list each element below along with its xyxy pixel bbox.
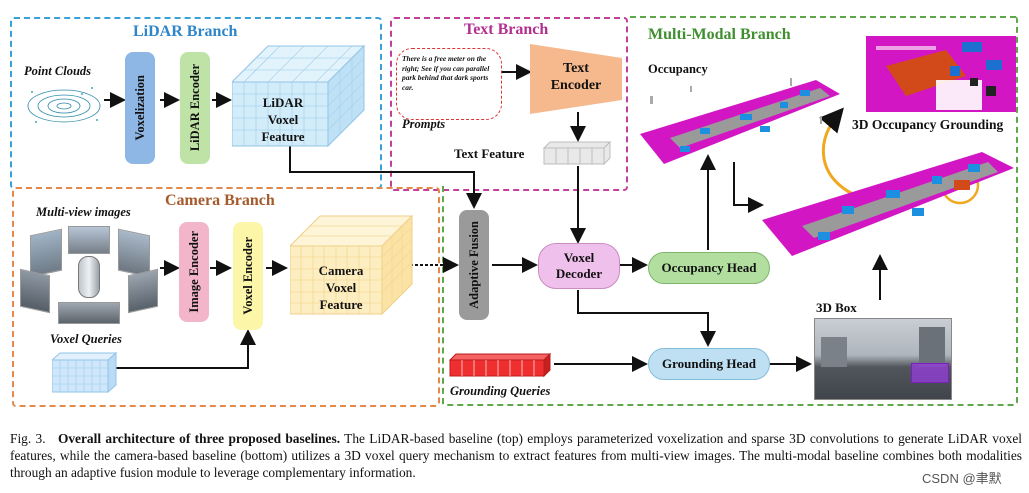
image-encoder-block: Image Encoder	[179, 222, 209, 322]
multimodal-branch-title: Multi-Modal Branch	[648, 26, 791, 43]
voxel-encoder-block: Voxel Encoder	[233, 222, 263, 330]
occupancy-grounding-render	[866, 36, 1016, 112]
camera-view-back-left	[20, 268, 50, 314]
prompt-bubble: There is a free meter on the right; See …	[396, 48, 502, 120]
voxelization-block: Voxelization	[125, 52, 155, 164]
adaptive-fusion-block: Adaptive Fusion	[459, 210, 489, 320]
multimodal-branch-frame	[442, 16, 1018, 406]
occupancy-render	[640, 78, 840, 164]
grounding-head-block: Grounding Head	[648, 348, 770, 380]
voxelization-label: Voxelization	[132, 75, 147, 141]
occupancy-label: Occupancy	[648, 62, 708, 76]
grounded-occupancy-render	[762, 152, 1014, 256]
voxel-decoder-line-1: Voxel	[563, 250, 595, 265]
lidar-feature-line-1: LiDAR	[262, 95, 304, 110]
occupancy-head-label: Occupancy Head	[661, 260, 757, 275]
adaptive-fusion-label: Adaptive Fusion	[466, 221, 481, 309]
camera-view-back-right	[128, 268, 158, 314]
multimodal-frame-top	[630, 16, 1016, 18]
caption-fig-number: Fig. 3.	[10, 431, 46, 446]
building-shape-left	[821, 337, 847, 367]
3d-box-camera-view	[814, 318, 952, 400]
occupancy-grounding-label: 3D Occupancy Grounding	[852, 117, 1004, 132]
multiview-images-label: Multi-view images	[36, 205, 131, 219]
lidar-encoder-label: LiDAR Encoder	[187, 64, 202, 152]
text-branch-title: Text Branch	[464, 21, 549, 38]
text-encoder-shape	[530, 44, 622, 114]
camera-feature-line-1: Camera	[318, 263, 364, 278]
figure-caption: Fig. 3. Overall architecture of three pr…	[10, 430, 1022, 481]
text-encoder-line-1: Text	[563, 61, 589, 76]
image-encoder-label: Image Encoder	[186, 231, 201, 313]
watermark: CSDN @聿默	[918, 468, 1002, 487]
camera-feature-line-2: Voxel	[325, 280, 357, 295]
camera-voxel-cube	[290, 214, 414, 316]
occupancy-head-block: Occupancy Head	[648, 252, 770, 284]
voxel-decoder-block: Voxel Decoder	[538, 243, 620, 289]
camera-feature-label: Camera Voxel Feature	[306, 262, 376, 313]
lidar-encoder-block: LiDAR Encoder	[180, 52, 210, 164]
lidar-feature-line-3: Feature	[261, 129, 305, 144]
lidar-feature-label: LiDAR Voxel Feature	[248, 94, 318, 145]
grounding-queries-label: Grounding Queries	[450, 384, 551, 398]
caption-body: The LiDAR-based baseline (top) employs p…	[10, 431, 1023, 480]
prompts-label: Prompts	[402, 117, 446, 131]
text-branch-frame	[390, 17, 628, 191]
text-encoder-label: Text Encoder	[536, 60, 616, 94]
connection-arrows	[104, 64, 980, 372]
caption-title: Overall architecture of three proposed b…	[57, 431, 341, 446]
camera-branch-frame	[12, 187, 440, 407]
grounding-queries-tokens	[448, 352, 552, 378]
camera-view-front	[68, 226, 110, 254]
voxel-decoder-line-2: Decoder	[555, 266, 603, 281]
voxel-encoder-label: Voxel Encoder	[240, 237, 255, 315]
camera-view-front-right	[118, 228, 150, 278]
camera-branch-title: Camera Branch	[165, 192, 275, 209]
lidar-voxel-cube	[232, 44, 366, 148]
camera-feature-line-3: Feature	[319, 297, 363, 312]
ego-car-icon	[78, 256, 100, 298]
detected-box	[911, 363, 949, 383]
camera-view-back	[58, 302, 120, 324]
text-encoder-line-2: Encoder	[550, 78, 602, 93]
voxel-queries-grid	[52, 352, 118, 394]
prompt-text: There is a free meter on the right; See …	[402, 54, 490, 92]
text-feature-label: Text Feature	[454, 146, 525, 161]
voxel-queries-label: Voxel Queries	[50, 332, 122, 346]
multimodal-frame-left	[442, 186, 444, 404]
text-feature-tokens	[542, 140, 612, 166]
grounding-head-label: Grounding Head	[661, 356, 757, 371]
building-shape-right	[919, 327, 945, 367]
point-clouds-label: Point Clouds	[24, 64, 92, 78]
lidar-feature-line-2: Voxel	[267, 112, 299, 127]
camera-view-front-left	[30, 228, 62, 278]
3d-box-label: 3D Box	[816, 300, 857, 315]
point-cloud-icon	[27, 87, 101, 123]
lidar-branch-title: LiDAR Branch	[133, 23, 238, 40]
